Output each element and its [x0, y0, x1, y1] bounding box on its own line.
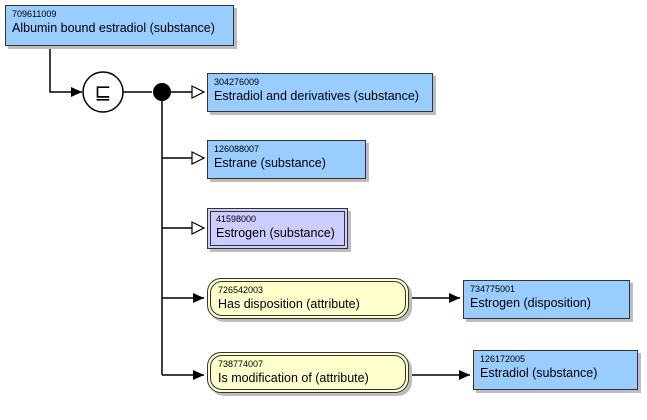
attribute-box[interactable]: 738774007 Is modification of (attribute): [207, 352, 409, 393]
parent-concept-sctid: 41598000: [216, 214, 257, 224]
parent-concept-sctid: 304276009: [214, 77, 260, 87]
attribute-value-sctid: 126172005: [480, 354, 526, 364]
attribute-term: Has disposition (attribute): [218, 297, 360, 311]
attribute-value-box[interactable]: 734775001 Estrogen (disposition): [463, 280, 630, 319]
attribute-sctid: 726542003: [218, 285, 264, 295]
parent-concept-box[interactable]: 126088007 Estrane (substance): [207, 140, 366, 179]
attribute-sctid: 738774007: [218, 359, 264, 369]
attribute-term: Is modification of (attribute): [218, 371, 369, 385]
parent-concept-term: Estrogen (substance): [216, 226, 335, 240]
attribute-value-box[interactable]: 126172005 Estradiol (substance): [473, 350, 638, 390]
attribute-value-term: Estradiol (substance): [480, 366, 598, 380]
parent-concept-box[interactable]: 41598000 Estrogen (substance): [207, 208, 348, 249]
subsumed-by-icon: ⊑: [95, 80, 112, 104]
focus-concept-sctid: 709611009: [12, 9, 57, 19]
attribute-box[interactable]: 726542003 Has disposition (attribute): [207, 278, 409, 319]
parent-concept-sctid: 126088007: [214, 144, 260, 154]
parent-concept-term: Estradiol and derivatives (substance): [214, 89, 419, 103]
parent-concept-box[interactable]: 304276009 Estradiol and derivatives (sub…: [207, 73, 433, 112]
focus-concept-box[interactable]: 709611009 Albumin bound estradiol (subst…: [5, 5, 234, 46]
attribute-value-term: Estrogen (disposition): [470, 296, 591, 310]
attribute-value-sctid: 734775001: [470, 284, 516, 294]
parent-concept-term: Estrane (substance): [214, 156, 326, 170]
focus-to-definition-connector: [49, 46, 82, 97]
focus-concept-term: Albumin bound estradiol (substance): [12, 21, 215, 35]
